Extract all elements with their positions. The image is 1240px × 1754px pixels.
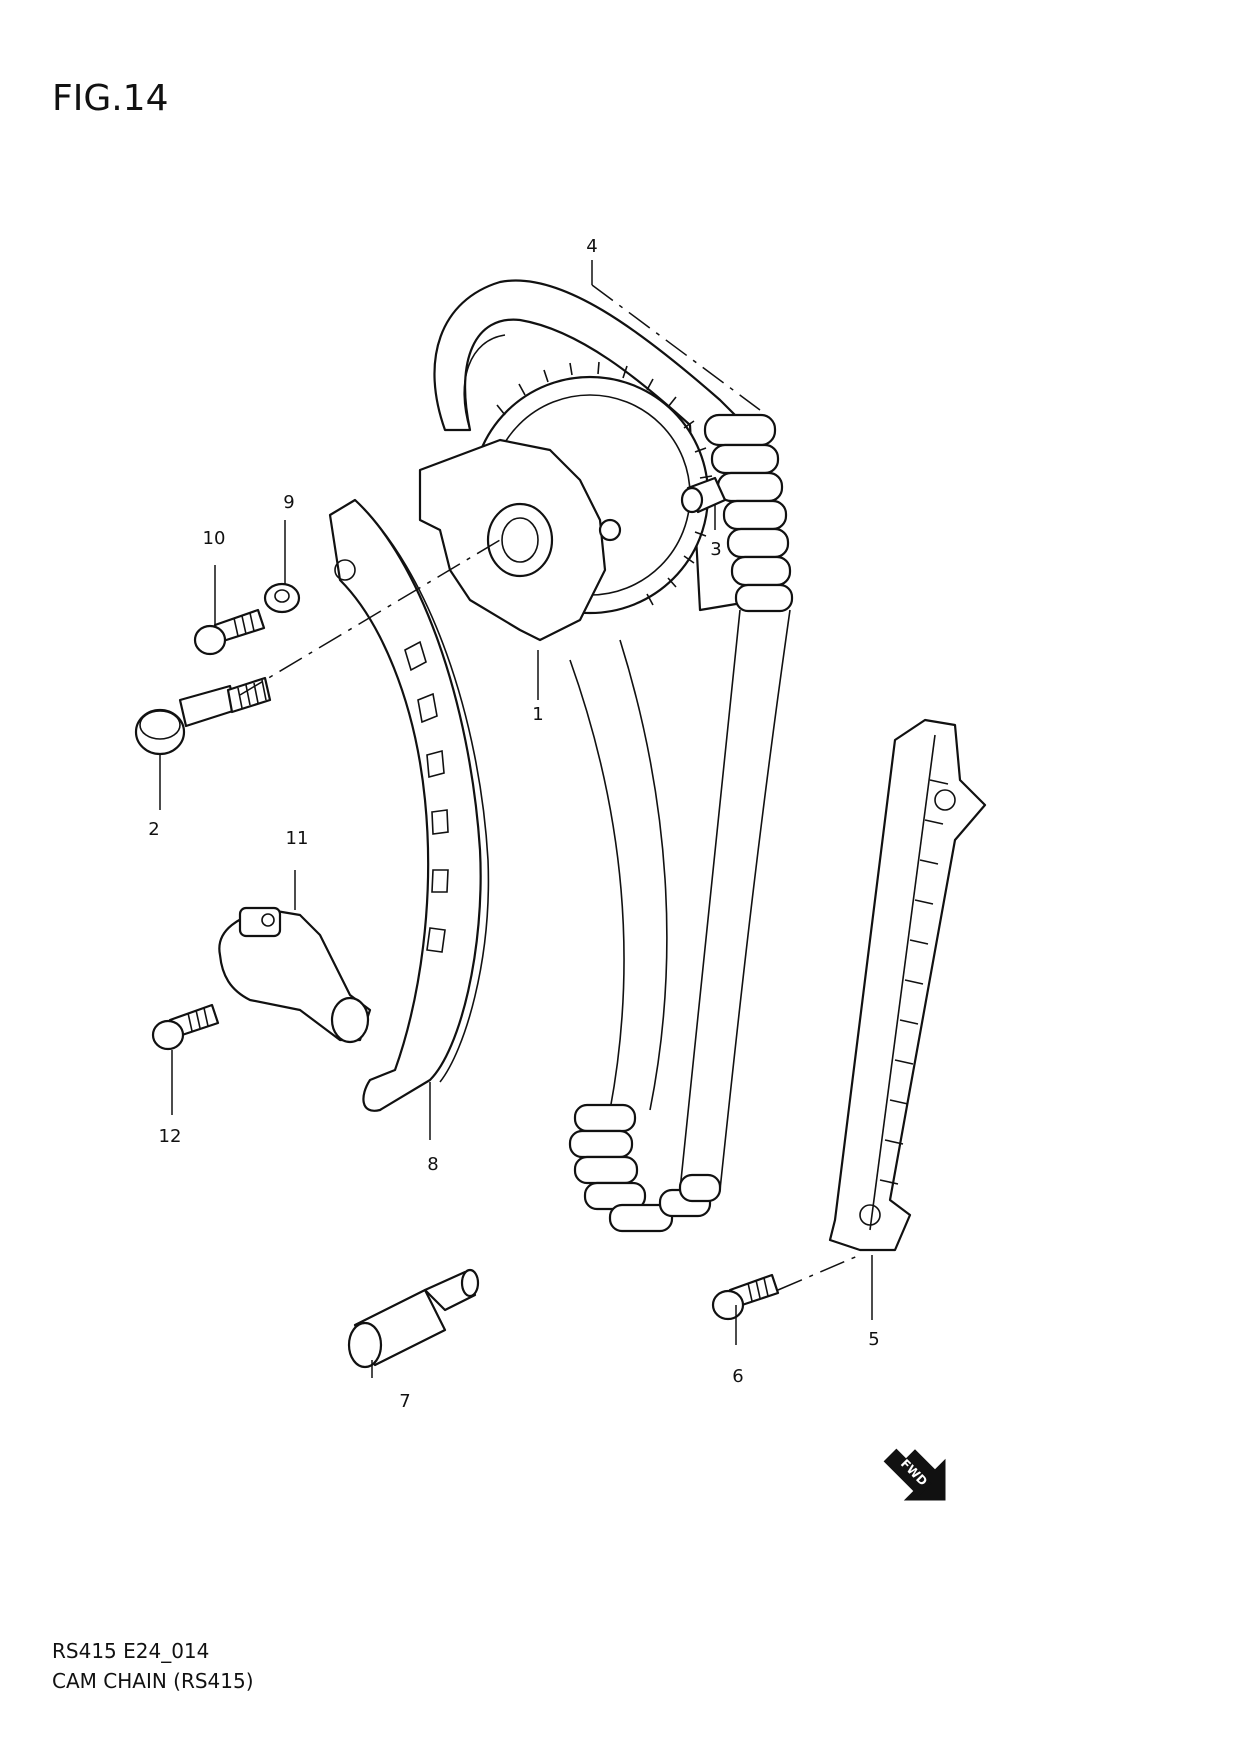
footer-diagram-code: RS415 E24_014 xyxy=(52,1639,210,1663)
part-5-chain-guide[interactable] xyxy=(828,718,987,1252)
part-12-bolt[interactable] xyxy=(151,1003,220,1051)
part-10-bolt[interactable] xyxy=(193,608,266,656)
callout-11: 11 xyxy=(286,828,309,849)
fwd-arrow-icon: FWD xyxy=(883,1448,946,1501)
callout-10: 10 xyxy=(203,528,226,549)
guide-slots xyxy=(404,640,449,953)
callout-1: 1 xyxy=(532,704,543,725)
chain-links-upper xyxy=(703,413,794,613)
callout-3: 3 xyxy=(710,539,721,560)
part-9-washer[interactable] xyxy=(263,582,301,614)
callout-4: 4 xyxy=(586,236,597,257)
part-2-sprocket-bolt[interactable] xyxy=(134,676,272,756)
callout-2: 2 xyxy=(148,819,159,840)
footer-diagram-name: CAM CHAIN (RS415) xyxy=(52,1669,254,1693)
callout-5: 5 xyxy=(868,1329,879,1350)
sprocket-teeth xyxy=(496,361,713,606)
chain-links-lower xyxy=(568,1103,722,1233)
part-6-bolt[interactable] xyxy=(711,1273,780,1321)
figure-title: FIG.14 xyxy=(52,78,169,119)
guide-teeth xyxy=(879,779,949,1185)
leader-lines xyxy=(159,260,873,1378)
callout-9: 9 xyxy=(283,492,294,513)
callout-labels: 1 2 3 4 5 6 7 8 9 10 11 12 xyxy=(148,236,879,1412)
part-11-tensioner-adjuster[interactable] xyxy=(218,906,372,1044)
part-3-dowel-pin[interactable] xyxy=(680,476,727,514)
callout-6: 6 xyxy=(732,1366,743,1387)
callout-8: 8 xyxy=(427,1154,438,1175)
part-1-cam-sprocket[interactable] xyxy=(418,361,713,642)
part-8-tensioner-guide[interactable] xyxy=(328,498,490,1112)
part-7-pivot-pin[interactable] xyxy=(347,1268,480,1369)
callout-12: 12 xyxy=(159,1126,182,1147)
callout-7: 7 xyxy=(399,1391,410,1412)
part-4-cam-chain[interactable] xyxy=(433,279,794,1233)
